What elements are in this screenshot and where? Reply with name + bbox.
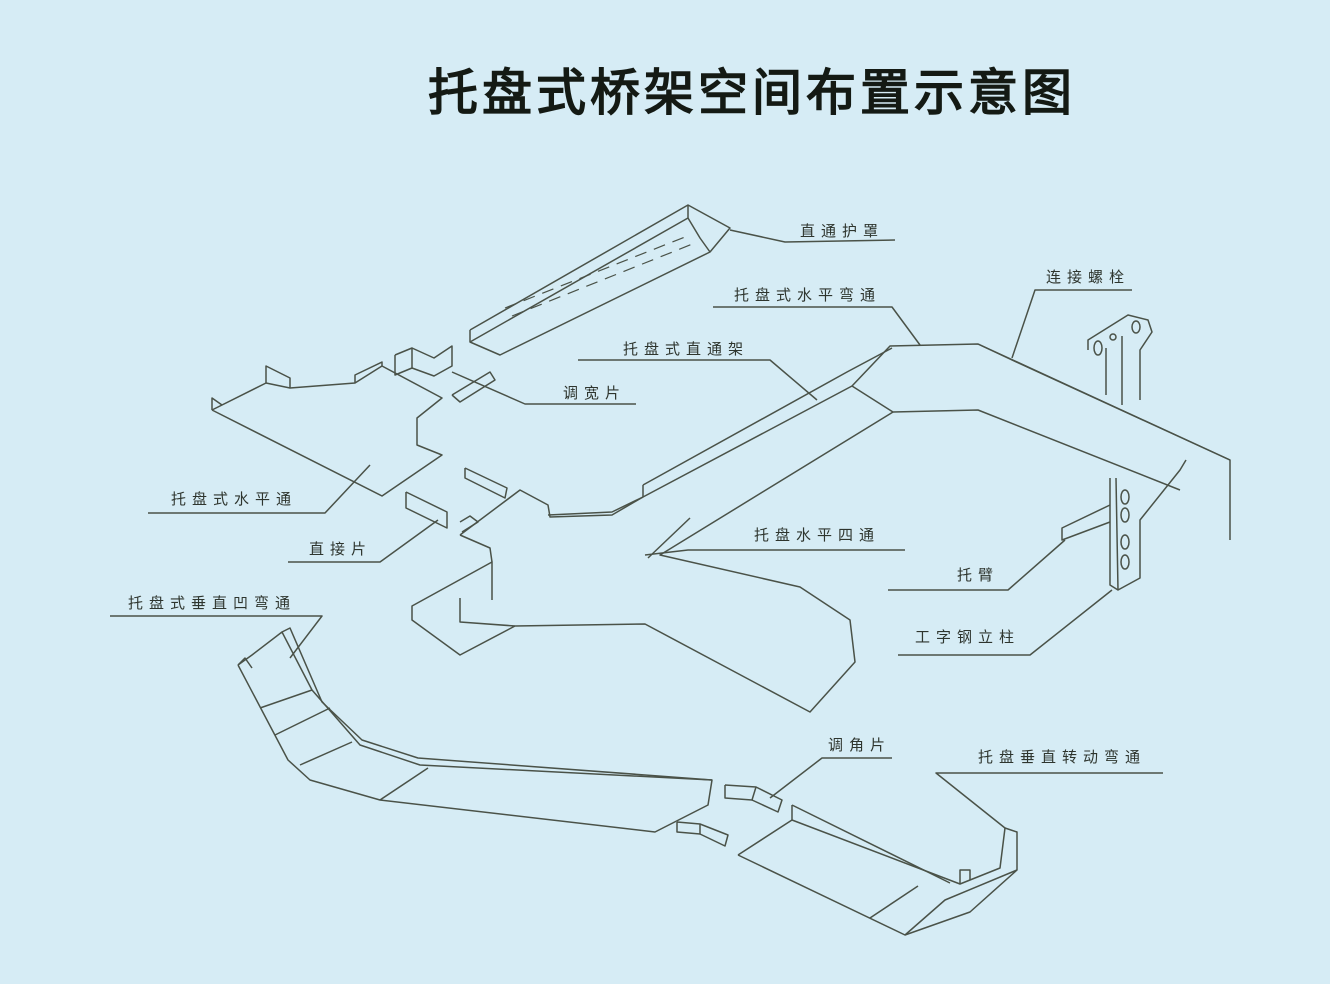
horizontal-cross-and-straight-tray: [411, 343, 1231, 713]
label-straight-cover: 直通护罩: [800, 222, 885, 240]
label-i-beam-column: 工字钢立柱: [915, 628, 1021, 646]
label-vertical-concave-elbow: 托盘式垂直凹弯通: [128, 594, 297, 612]
label-straight-connector: 直接片: [309, 540, 373, 558]
label-straight-tray: 托盘式直通架: [623, 340, 750, 358]
label-horizontal-cross: 托盘水平四通: [754, 526, 881, 544]
vertical-rotating-elbow-part: [737, 804, 1018, 936]
label-vertical-rotating-elbow: 托盘垂直转动弯通: [978, 748, 1147, 766]
width-adjust-plates: [394, 345, 508, 533]
label-connecting-bolt: 连接螺栓: [1046, 268, 1131, 286]
i-beam-column: [1061, 314, 1187, 591]
straight-cover-part: [469, 204, 731, 356]
leader-lines: [110, 229, 1163, 829]
label-support-arm: 托臂: [957, 566, 1000, 584]
label-angle-adjust-plate: 调角片: [828, 736, 892, 754]
diagram-title: 托盘式桥架空间布置示意图: [428, 64, 1076, 122]
vertical-concave-elbow-part: [237, 627, 713, 833]
label-width-adjust-plate: 调宽片: [563, 384, 627, 402]
label-horizontal-tee: 托盘式水平通: [171, 490, 298, 508]
horizontal-tee-part: [211, 361, 443, 497]
label-horizontal-elbow: 托盘式水平弯通: [734, 286, 882, 304]
angle-adjust-plates: [676, 784, 783, 847]
